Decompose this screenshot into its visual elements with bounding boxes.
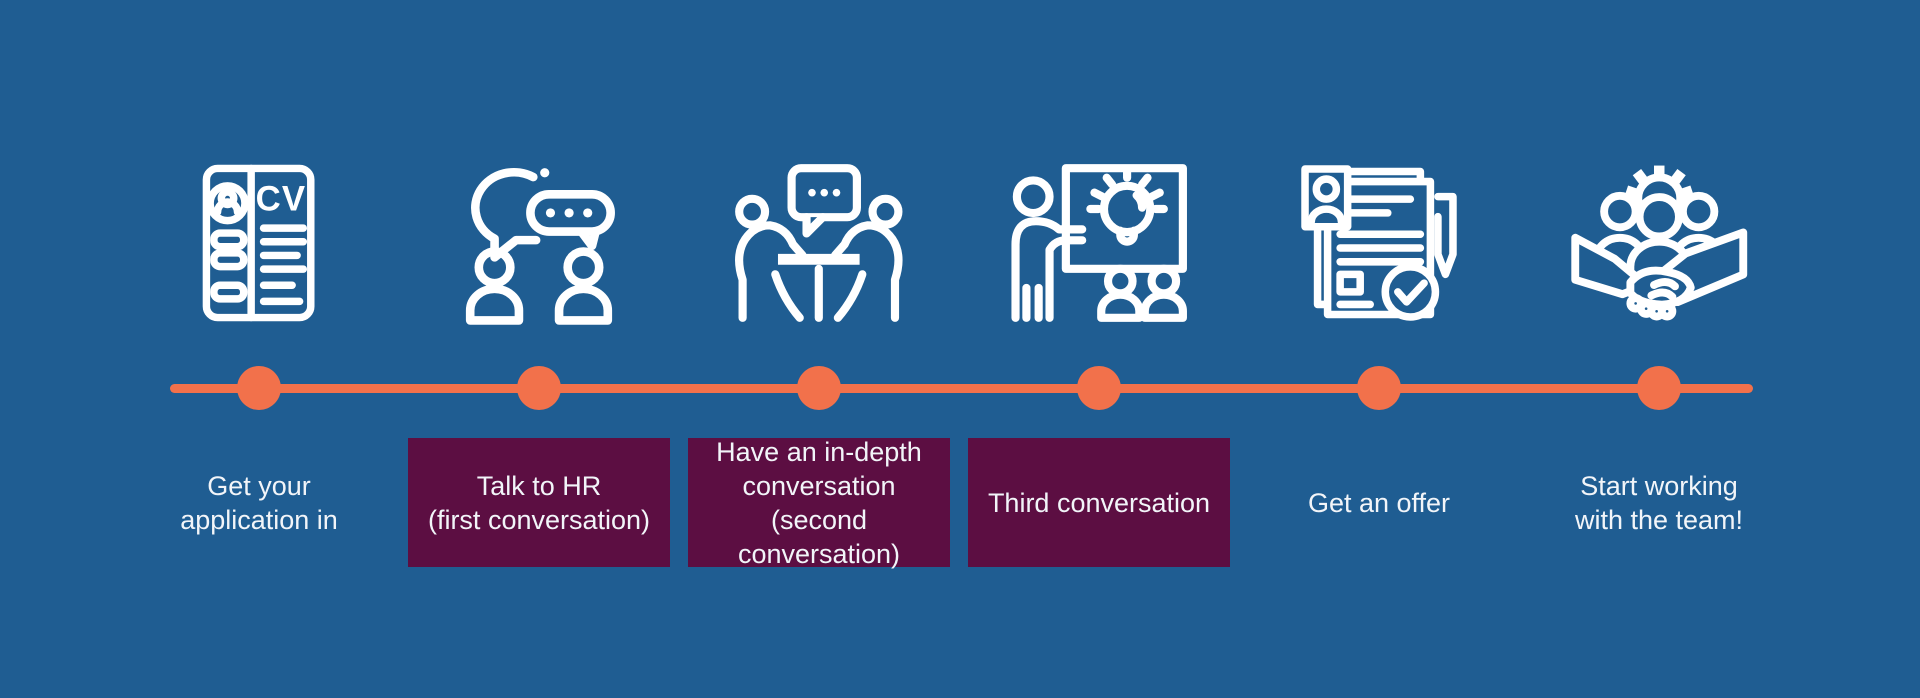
- timeline-line: [170, 384, 1753, 393]
- timeline-dot-2: [517, 366, 561, 410]
- offer-contract-icon: [1301, 165, 1457, 321]
- timeline-dot-6: [1637, 366, 1681, 410]
- cv-document-icon: CV: [203, 164, 315, 322]
- step-2-label: Talk to HR (first conversation): [427, 470, 651, 535]
- timeline-dot-3: [797, 366, 841, 410]
- timeline-dots-row: [119, 366, 1801, 410]
- step-2-highlight-box: Talk to HR (first conversation): [408, 438, 670, 567]
- team-handshake-icon: [1571, 165, 1747, 321]
- chat-people-icon: [465, 167, 615, 325]
- timeline-dot-5: [1357, 366, 1401, 410]
- step-1-label: Get your application in: [180, 470, 338, 535]
- step-1-icon-cell: CV: [119, 148, 399, 338]
- step-5-label: Get an offer: [1307, 487, 1451, 518]
- icons-row: CV: [119, 148, 1801, 338]
- step-3-label: Have an in-depth conversation (second co…: [716, 436, 922, 569]
- step-3-highlight-box: Have an in-depth conversation (second co…: [688, 437, 950, 569]
- timeline-dot-1: [237, 366, 281, 410]
- step-6-icon-cell: [1519, 148, 1799, 338]
- step-4-icon-cell: [959, 148, 1239, 338]
- interview-table-icon: [735, 164, 903, 322]
- step-5-icon-cell: [1239, 148, 1519, 338]
- svg-text:CV: CV: [256, 181, 307, 219]
- labels-row: Get your application in Talk to HR (firs…: [119, 437, 1801, 569]
- timeline-dot-4: [1077, 366, 1121, 410]
- step-6-label: Start working with the team!: [1574, 470, 1744, 535]
- presentation-idea-icon: [1011, 164, 1188, 322]
- step-4-highlight-box: Third conversation: [968, 438, 1230, 567]
- step-4-label: Third conversation: [987, 487, 1211, 518]
- step-2-icon-cell: [399, 148, 679, 338]
- step-3-icon-cell: [679, 148, 959, 338]
